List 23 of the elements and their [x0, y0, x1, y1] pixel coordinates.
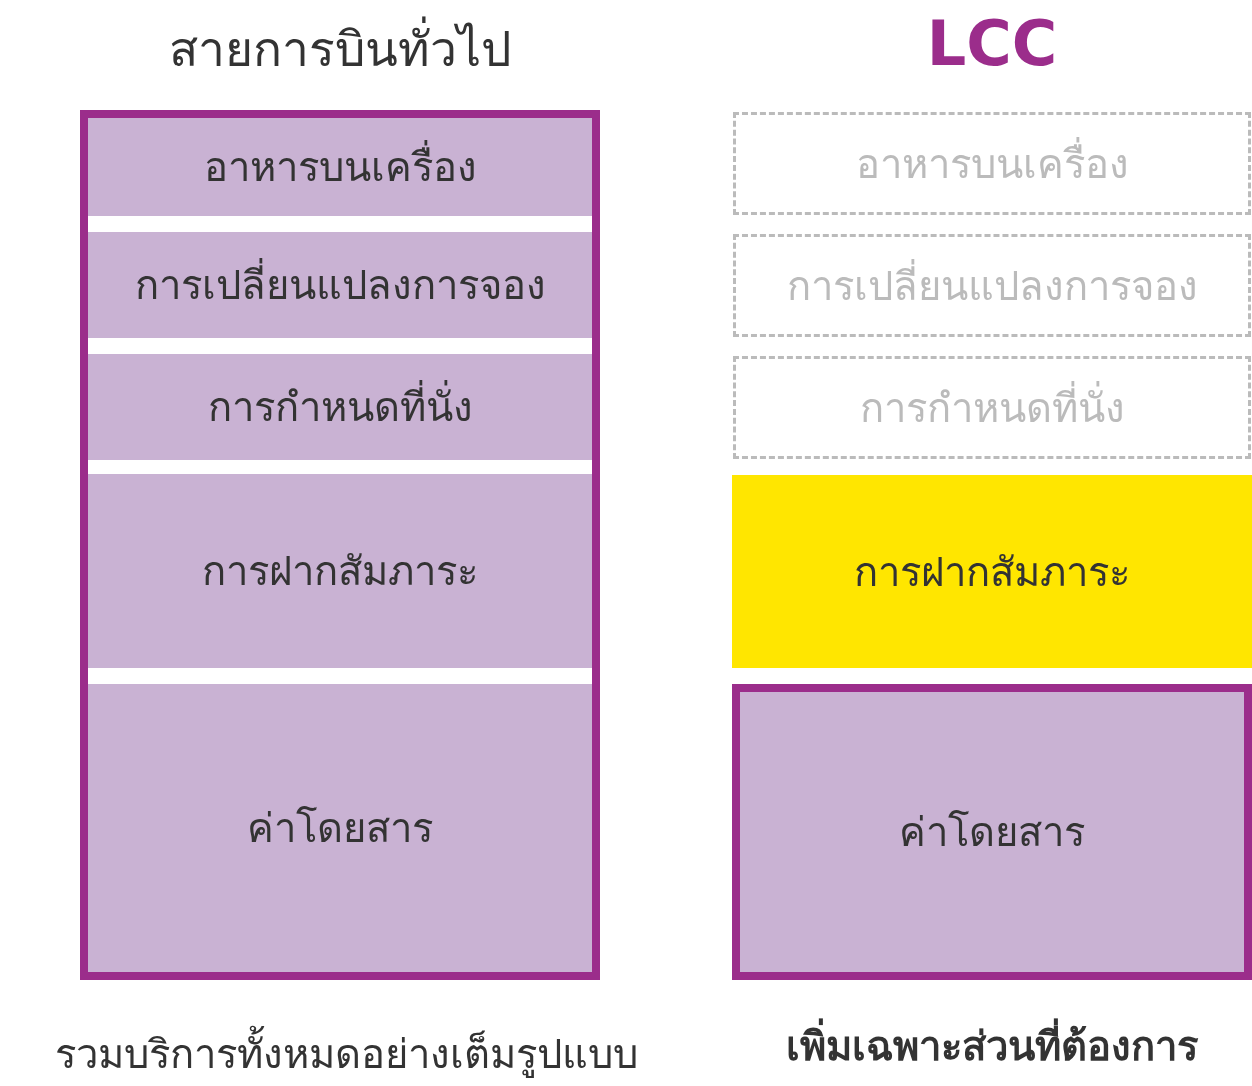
service-label: การกำหนดที่นั่ง	[207, 381, 473, 433]
service-box	[88, 474, 592, 668]
highlight-box	[732, 475, 1252, 668]
service-label: อาหารบนเครื่อง	[855, 137, 1129, 190]
service-box	[88, 118, 592, 216]
dashed-box	[733, 234, 1251, 337]
column-heading: LCC	[925, 6, 1059, 82]
service-label: การฝากสัมภาระ	[854, 547, 1130, 597]
service-label: ค่าโดยสาร	[247, 804, 433, 853]
service-label: การเปลี่ยนแปลงการจอง	[134, 259, 546, 311]
service-label: การกำหนดที่นั่ง	[859, 381, 1125, 434]
service-box	[732, 684, 1252, 980]
dashed-box	[733, 112, 1251, 215]
service-box	[88, 232, 592, 338]
service-label: ค่าโดยสาร	[899, 808, 1085, 857]
service-box	[88, 354, 592, 460]
service-label: อาหารบนเครื่อง	[203, 141, 477, 193]
column-heading: สายการบินทั่วไป	[80, 18, 600, 81]
column-caption: เพิ่มเฉพาะส่วนที่ต้องการ	[732, 1020, 1252, 1072]
dashed-box	[733, 356, 1251, 459]
service-label: การเปลี่ยนแปลงการจอง	[786, 259, 1198, 312]
service-box	[88, 684, 592, 972]
service-label: การฝากสัมภาระ	[202, 547, 478, 596]
